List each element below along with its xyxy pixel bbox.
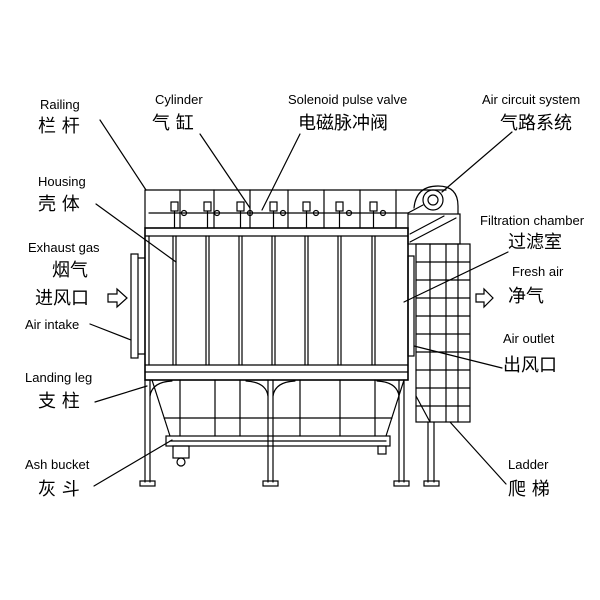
right-knee-brace (376, 380, 400, 397)
conveyor-end-bearing (377, 445, 387, 455)
air-supply-pipe (413, 185, 459, 215)
housing-shell (144, 227, 409, 381)
filtration-chamber-label-zh: 过滤室 (508, 232, 562, 253)
railing-label-en: Railing (40, 97, 80, 112)
solenoid-pulse-valve-label-zh: 电磁脉冲阀 (298, 113, 388, 134)
middle-leg-foot (262, 480, 279, 487)
pulse-valve-1 (180, 209, 188, 217)
landing-leg-label-zh: 支 柱 (38, 391, 80, 412)
exhaust-gas-label-zh: 烟气 (52, 260, 88, 281)
cylinder-7 (369, 201, 378, 212)
cylinder-6 (335, 201, 344, 212)
filtration-chamber-leader (403, 251, 509, 303)
cylinder-leader (199, 133, 251, 209)
exhaust-gas-label-en: Exhaust gas (28, 240, 100, 255)
housing-label-en: Housing (38, 174, 86, 189)
ladder-foot (423, 480, 440, 487)
landing-legs (139, 379, 410, 487)
bracket-brace-lower (409, 217, 457, 243)
filtration-chamber-label-en: Filtration chamber (480, 213, 585, 228)
cylinder-2 (203, 201, 212, 212)
hopper-left-slope (151, 379, 171, 437)
ash-bucket-label-zh: 灰 斗 (38, 479, 80, 500)
cylinder-3 (236, 201, 245, 212)
air-outlet-leader (413, 345, 503, 369)
right-leg-foot (393, 480, 410, 487)
hopper-frame-grid (179, 379, 376, 437)
cylinders-and-pulse-valves (170, 201, 387, 229)
cylinder-5 (302, 201, 311, 212)
middle-knee-brace-left (245, 380, 269, 397)
conveyor-motor-wheel (176, 457, 186, 467)
housing-leader (95, 203, 177, 263)
air-circuit-system-label-zh: 气路系统 (500, 113, 572, 134)
outlet-flange-plate (407, 255, 415, 357)
conveyor-motor (172, 445, 190, 459)
air-outlet-label-en: Air outlet (503, 331, 555, 346)
air-intake-leader (89, 323, 132, 341)
bracket-brace-upper (409, 215, 445, 235)
ladder-cage (415, 243, 471, 423)
ash-bucket-label-en: Ash bucket (25, 457, 90, 472)
railing-label-zh: 栏 杆 (38, 116, 80, 137)
left-leg-foot (139, 480, 156, 487)
ladder (415, 243, 471, 487)
hopper-right-slope (385, 379, 405, 437)
pulse-valve-6 (345, 209, 353, 217)
intake-arrow (107, 287, 128, 309)
conveyor-trough (165, 435, 391, 447)
ladder-base-slope (415, 395, 431, 423)
housing-label-zh: 壳 体 (38, 194, 80, 215)
landing-leg-label-en: Landing leg (25, 370, 93, 385)
air-outlet-flange (407, 255, 415, 357)
cylinder-label-en: Cylinder (155, 92, 203, 107)
air-intake-flange (130, 253, 146, 359)
air-circuit-system (407, 185, 461, 245)
outlet-arrow (475, 287, 494, 309)
housing (144, 227, 409, 381)
ash-hopper (151, 379, 405, 437)
pulse-valve-3 (246, 209, 254, 217)
cylinder-1 (170, 201, 179, 212)
pulse-valve-2 (213, 209, 221, 217)
air-intake-label-zh: 进风口 (35, 288, 89, 309)
cylinder-4 (269, 201, 278, 212)
air-tank-inner (427, 194, 439, 206)
air-circuit-system-leader (441, 131, 513, 193)
ladder-label-zh: 爬 梯 (508, 479, 550, 500)
left-knee-brace (149, 380, 173, 397)
pulse-valve-5 (312, 209, 320, 217)
air-outlet-label-zh: 出风口 (503, 355, 557, 376)
railing-leader (99, 119, 147, 191)
cylinder-label-zh: 气 缸 (152, 113, 194, 134)
fresh-air-label-en: Fresh air (512, 264, 564, 279)
ash-bucket-leader (93, 439, 173, 487)
air-intake-label-en: Air intake (25, 317, 80, 332)
screw-conveyor (165, 435, 391, 467)
air-circuit-system-label-en: Air circuit system (482, 92, 581, 107)
ladder-leader (449, 421, 507, 485)
air-tank-outer (422, 189, 444, 211)
intake-flange-plate (130, 253, 139, 359)
flow-arrows (107, 287, 494, 309)
solenoid-pulse-valve-leader (261, 133, 301, 211)
leader-lines (89, 119, 513, 487)
pulse-valve-4 (279, 209, 287, 217)
ladder-label-en: Ladder (508, 457, 549, 472)
middle-knee-brace-right (272, 380, 296, 397)
landing-leg-leader (94, 385, 148, 403)
pulse-valve-7 (379, 209, 387, 217)
railing (144, 189, 447, 229)
header-feed-pipe (407, 204, 424, 214)
filter-bags (172, 235, 376, 366)
solenoid-pulse-valve-label-en: Solenoid pulse valve (288, 92, 408, 107)
fresh-air-label-zh: 净气 (508, 286, 544, 307)
